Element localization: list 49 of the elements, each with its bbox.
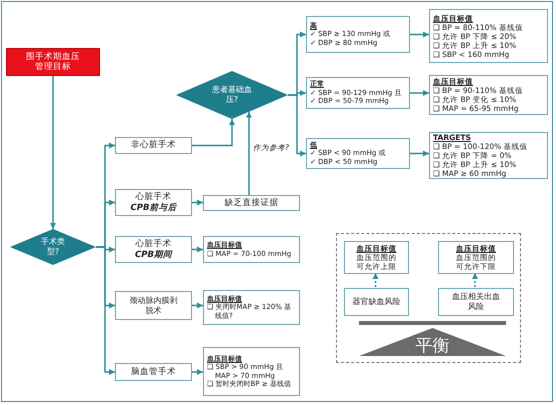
dashed-arrow (472, 273, 478, 287)
target-box (344, 241, 409, 274)
node-label: 手术类型? (40, 237, 66, 257)
arrow (192, 200, 203, 206)
title-box (6, 48, 100, 76)
box-label: CPB前与后 (130, 202, 176, 213)
dashed-arrow (372, 273, 378, 287)
process-box (203, 195, 300, 211)
arrow (410, 90, 429, 96)
process-box (115, 363, 192, 381)
arrow (96, 246, 115, 375)
arrow (192, 302, 203, 308)
target-box (203, 236, 300, 263)
box-label: 心脏手术 (136, 239, 172, 250)
arrow (246, 112, 252, 195)
arrow (50, 76, 56, 229)
arrow (192, 246, 203, 252)
arrow (192, 369, 203, 375)
target-box (306, 16, 410, 53)
process-box (344, 288, 409, 316)
process-box (115, 236, 192, 263)
target-box (306, 77, 410, 109)
box-label: 围手术期血压管理目标 (26, 52, 80, 72)
box-label: 血压相关出血风险 (451, 292, 501, 312)
target-box (429, 132, 548, 179)
node-label: 患者基础血压? (212, 85, 252, 105)
box-label: 器官缺血风险 (352, 297, 402, 307)
box-label: 脑血管手术 (131, 366, 176, 378)
target-box (429, 9, 548, 63)
target-box (203, 290, 300, 325)
target-box (429, 75, 548, 115)
box-label: 缺乏直接证据 (224, 198, 278, 208)
node-label: 平衡 (416, 336, 450, 356)
process-box (115, 291, 192, 320)
arrow (410, 32, 429, 38)
box-label: 非心脏手术 (131, 140, 176, 151)
arrow (288, 94, 306, 156)
arrow (192, 119, 235, 146)
box-label: 颈动脉内膜剥脱术 (128, 296, 178, 316)
arrow (410, 150, 429, 156)
box-label: CPB期间 (135, 250, 172, 260)
target-box (438, 241, 514, 274)
process-box (115, 189, 192, 216)
dashed-frame (336, 233, 521, 363)
box-label: 心脏手术 (136, 192, 172, 202)
process-box (438, 288, 514, 316)
target-box (306, 138, 410, 169)
target-box (203, 347, 300, 396)
process-box (115, 137, 192, 154)
